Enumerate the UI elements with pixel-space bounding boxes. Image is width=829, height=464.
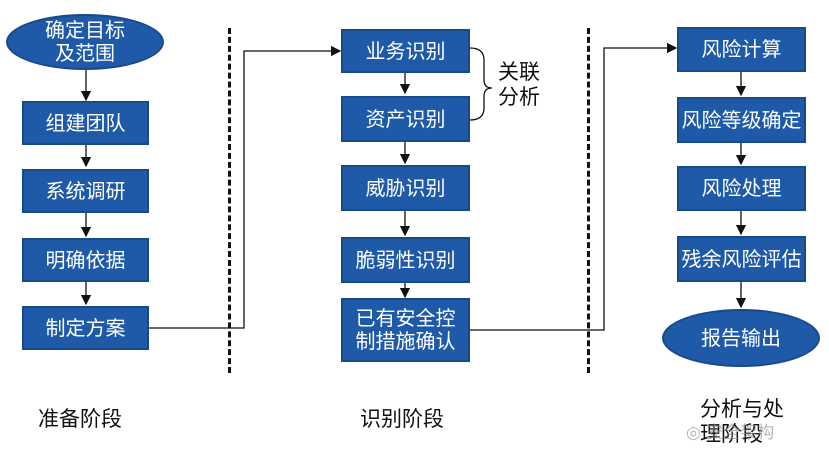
end-node: 报告输出: [662, 309, 820, 367]
step-make-plan: 制定方案: [22, 306, 149, 350]
stage3-label: 分析与处 理阶段: [700, 397, 784, 447]
relation-bracket: [469, 47, 493, 121]
step-build-team: 组建团队: [22, 101, 149, 145]
step-residual-risk: 残余风险评估: [677, 236, 806, 282]
step-risk-calculation: 风险计算: [677, 27, 806, 72]
stage-divider-2: [587, 28, 590, 373]
relation-analysis-label: 关联 分析: [498, 60, 540, 110]
start-node: 确定目标 及范围: [6, 14, 164, 70]
step-risk-treatment: 风险处理: [677, 166, 806, 211]
stage-divider-1: [228, 28, 231, 373]
arrow-control-to-calc: [470, 42, 678, 331]
step-define-basis: 明确依据: [22, 238, 149, 282]
watermark-text: 安全架构: [706, 423, 775, 443]
step-risk-level: 风险等级确定: [677, 97, 806, 143]
step-threat-identify: 威胁识别: [341, 165, 470, 211]
arrow-plan-to-business: [148, 45, 342, 329]
step-vulnerability-identify: 脆弱性识别: [341, 237, 470, 283]
step-system-research: 系统调研: [22, 169, 149, 213]
step-existing-controls-confirm: 已有安全控 制措施确认: [341, 298, 470, 362]
step-business-identify: 业务识别: [341, 29, 470, 73]
stage1-label: 准备阶段: [38, 407, 122, 431]
stage2-label: 识别阶段: [360, 407, 444, 431]
watermark: ◎ 安全架构: [686, 418, 774, 443]
wechat-icon: ◎: [686, 423, 701, 443]
step-asset-identify: 资产识别: [341, 96, 470, 142]
